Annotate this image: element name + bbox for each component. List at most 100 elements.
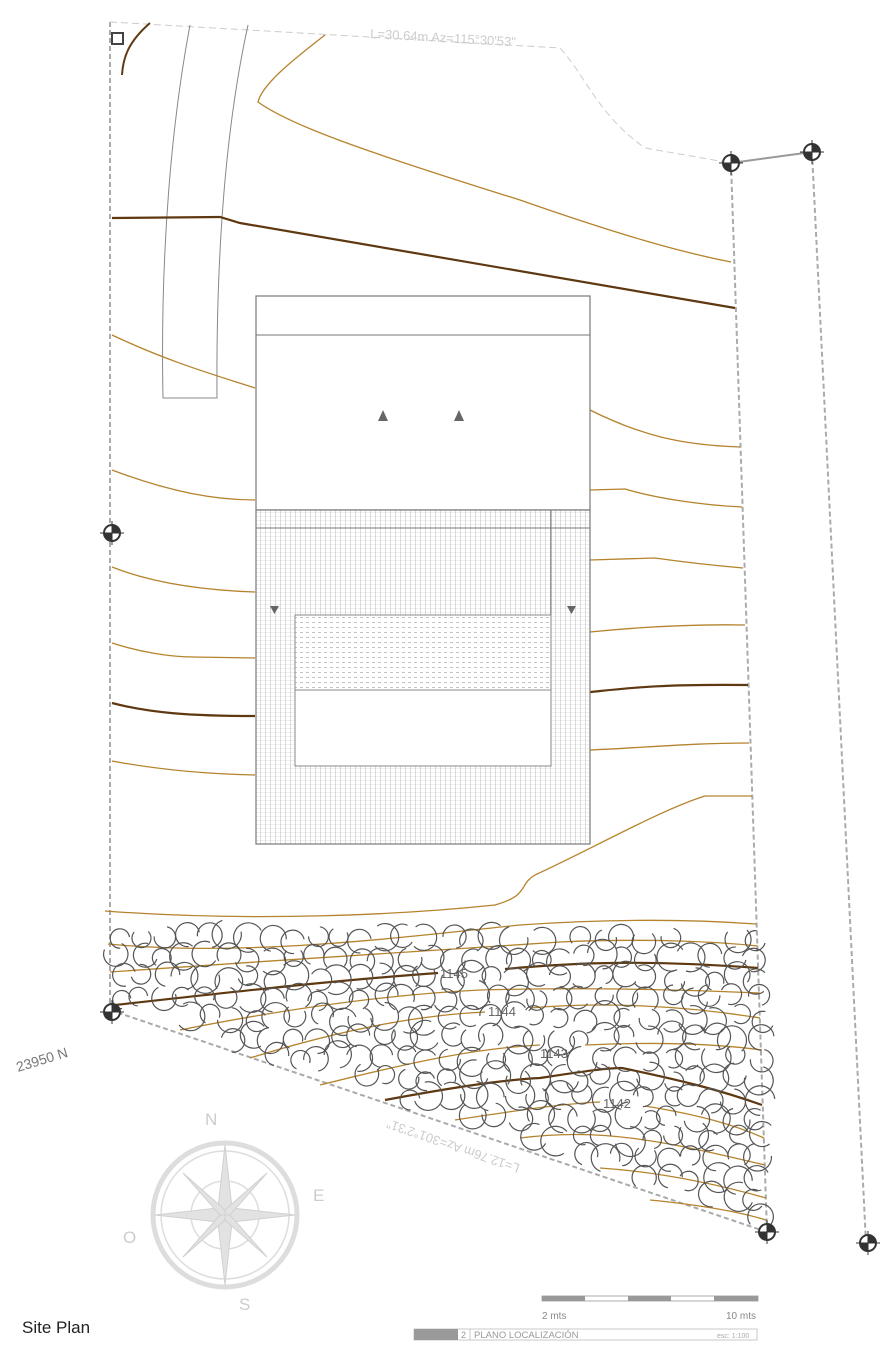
survey-marker-icon: [856, 1231, 880, 1255]
tree-canopy: [743, 1066, 774, 1096]
tree-canopy: [723, 1165, 753, 1195]
tree-canopy: [591, 1108, 612, 1133]
tree-canopy: [635, 1025, 664, 1054]
tree-canopy: [374, 982, 399, 1007]
tree-canopy: [574, 1141, 599, 1166]
tree-canopy: [486, 1052, 507, 1070]
tree-canopy: [456, 959, 487, 988]
tree-canopy: [613, 1046, 637, 1072]
title-block: 2 PLANO LOCALIZACIÓN esc: 1:100: [413, 1328, 758, 1341]
neighbor-line: [730, 151, 813, 164]
tree-canopy: [572, 1125, 592, 1146]
tree-canopy: [311, 968, 333, 991]
tree-canopy: [636, 1061, 665, 1091]
tree-canopy: [724, 929, 752, 954]
tree-canopy: [328, 928, 349, 947]
tree-canopy: [307, 926, 329, 948]
tree-canopy: [154, 961, 181, 987]
tree-canopy: [729, 1124, 749, 1145]
tree-canopy: [461, 948, 485, 973]
tree-canopy: [566, 1045, 598, 1077]
tree-canopy: [502, 1044, 533, 1072]
tree-canopy: [399, 1089, 421, 1111]
tree-canopy: [716, 1025, 748, 1052]
survey-marker-icon: [719, 151, 743, 175]
tree-canopy: [571, 1084, 593, 1105]
tree-canopy: [365, 962, 395, 992]
tree-canopy: [548, 965, 571, 988]
tree-canopy: [744, 1085, 776, 1117]
survey-marker-icon: [800, 140, 824, 164]
title-block-scale: esc: 1:100: [717, 1333, 749, 1340]
tree-canopy: [354, 1063, 380, 1087]
tree-canopy: [569, 925, 592, 945]
tree-canopy: [460, 1029, 485, 1052]
tree-canopy: [459, 928, 484, 952]
tree-canopy: [303, 1046, 329, 1072]
tree-canopy: [526, 1099, 556, 1126]
tree-canopy: [151, 947, 172, 966]
tree-canopy: [663, 1125, 684, 1146]
tree-canopy: [609, 1080, 639, 1110]
contour-label-1144: 1144: [488, 1004, 516, 1019]
property-boundary: [109, 22, 867, 1244]
tree-canopy: [663, 1009, 684, 1033]
tree-canopy: [573, 944, 595, 967]
tree-canopy: [613, 1007, 631, 1028]
tree-canopy: [698, 1129, 718, 1152]
tree-canopy: [283, 1006, 307, 1028]
tree-canopy: [609, 1142, 634, 1167]
tree-canopy: [674, 1042, 699, 1070]
tree-canopy: [642, 1051, 660, 1072]
tree-canopy: [485, 945, 513, 968]
tree-canopy: [347, 928, 372, 954]
tree-canopy: [664, 1086, 683, 1107]
tree-canopy: [679, 1170, 699, 1192]
tree-canopy: [239, 1020, 265, 1049]
tree-canopy: [441, 1022, 463, 1047]
tree-canopy: [733, 1003, 751, 1025]
tree-canopy: [520, 1122, 547, 1151]
tree-canopy: [415, 1071, 435, 1092]
tree-canopy: [663, 984, 684, 1006]
tree-canopy: [590, 1143, 621, 1172]
tree-canopy: [525, 1005, 544, 1026]
tree-canopy: [411, 985, 436, 1011]
tree-canopy: [613, 946, 632, 968]
tree-canopy: [594, 986, 614, 1006]
coordinate-label: 23950 N: [14, 1044, 69, 1075]
tree-canopy: [573, 1009, 598, 1034]
tree-canopy: [613, 1024, 635, 1046]
tree-canopy: [479, 1003, 502, 1027]
tree-canopy: [594, 965, 614, 985]
pool-terrace: [294, 689, 552, 767]
tree-canopy: [747, 1203, 774, 1227]
tree-canopy: [683, 1105, 711, 1133]
tree-canopy: [742, 1188, 763, 1211]
contour-label-1145: 1145: [440, 966, 468, 981]
tree-canopy: [260, 987, 285, 1013]
tree-canopy: [373, 1024, 396, 1045]
tree-canopy: [374, 922, 400, 952]
tree-canopy: [505, 1070, 531, 1095]
tree-canopy: [216, 942, 242, 965]
tree-canopy: [323, 946, 348, 968]
tree-canopy: [743, 1142, 773, 1172]
tree-canopy: [744, 930, 766, 952]
tree-canopy: [631, 986, 659, 1010]
tree-canopy: [414, 1081, 444, 1111]
tree-canopy: [369, 1044, 394, 1068]
tree-canopy: [697, 942, 723, 968]
survey-markers: [100, 140, 880, 1255]
tree-canopy: [347, 1007, 374, 1033]
tree-canopy: [477, 921, 502, 950]
tree-canopy: [743, 1108, 764, 1131]
survey-marker-icon: [755, 1220, 779, 1244]
tree-canopy: [723, 946, 747, 970]
tree-canopy: [697, 984, 721, 1007]
tree-canopy: [170, 961, 199, 990]
tree-canopy: [245, 1010, 266, 1033]
tree-canopy: [615, 1126, 646, 1158]
tree-canopy: [747, 1024, 775, 1051]
tree-canopy: [329, 1007, 357, 1037]
